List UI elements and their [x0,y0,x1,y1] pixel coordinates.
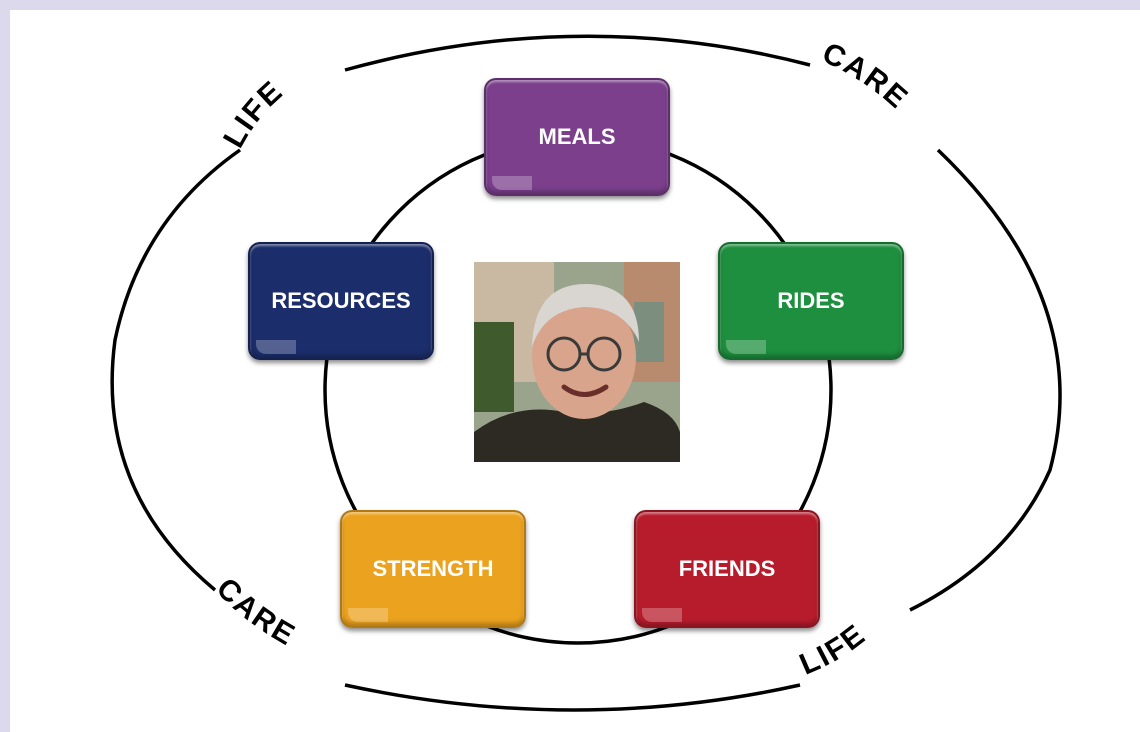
strength-label: STRENGTH [372,556,494,581]
strength-box: STRENGTH [340,510,526,628]
portrait-image [474,262,680,462]
rides-label: RIDES [777,288,845,313]
resources-label: RESOURCES [271,288,411,313]
ring-word-bottom-left: CARE [210,572,302,653]
ring-word-top-right: CARE [817,36,915,115]
friends-box: FRIENDS [634,510,820,628]
meals-label: MEALS [538,124,616,149]
friends-label: FRIENDS [678,556,776,581]
rides-box: RIDES [718,242,904,360]
center-photo [474,262,680,462]
ring-word-top-left: LIFE [217,74,290,153]
outer-ring [110,34,1062,712]
meals-box: MEALS [484,78,670,196]
resources-box: RESOURCES [248,242,434,360]
